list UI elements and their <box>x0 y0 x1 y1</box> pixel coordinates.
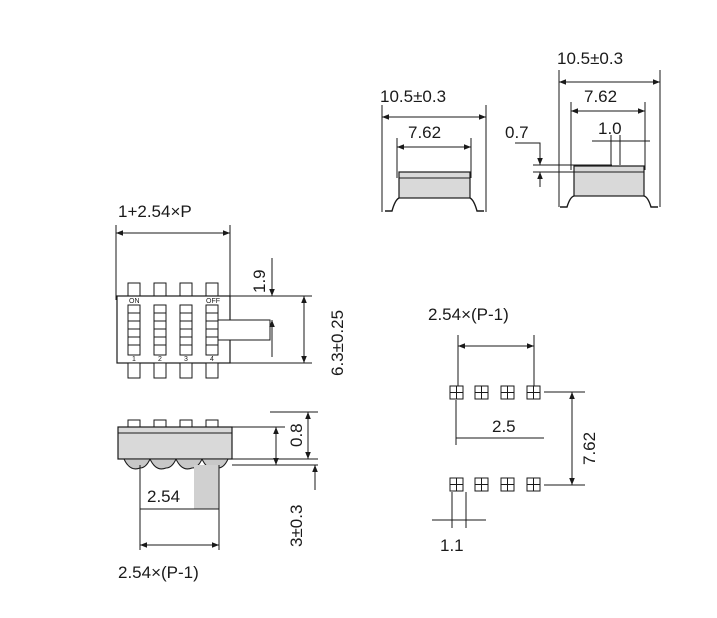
front-view: 0.8 3±0.3 2.54 2.54×(P-1) <box>117 411 318 582</box>
switch-body-side <box>573 165 645 197</box>
side-view-large: 10.5±0.3 7.62 1.0 0.7 <box>505 49 661 208</box>
pin <box>205 362 219 379</box>
pad <box>526 477 541 492</box>
switch-body-side <box>398 171 471 199</box>
length-label: 1+2.54×P <box>118 202 192 221</box>
lead-label: 1.0 <box>598 119 622 138</box>
pin <box>153 362 167 379</box>
pad <box>474 385 489 400</box>
top-label: 0.8 <box>287 423 306 447</box>
pitch-label: 7.62 <box>584 87 617 106</box>
switch-slot <box>153 304 167 356</box>
switch-slot <box>205 304 219 356</box>
height-label: 0.7 <box>505 123 529 142</box>
lead <box>123 458 151 470</box>
pitch-label: 7.62 <box>408 123 441 142</box>
lead <box>149 458 177 470</box>
gull-wing-leads <box>385 197 484 212</box>
span-label: 2.54×(P-1) <box>428 305 509 324</box>
pin <box>205 282 219 297</box>
pin <box>179 362 193 379</box>
switch-slot <box>179 304 193 356</box>
pad-width-label: 1.1 <box>440 536 464 555</box>
actuator <box>153 419 167 428</box>
pad <box>449 477 464 492</box>
pin <box>153 282 167 297</box>
switch-slot <box>127 304 141 356</box>
width-label: 6.3±0.25 <box>328 310 347 376</box>
pad <box>474 477 489 492</box>
pad <box>526 385 541 400</box>
actuator <box>205 419 219 428</box>
pin <box>127 282 141 297</box>
on-label: ON <box>129 298 140 305</box>
width-label: 10.5±0.3 <box>380 87 446 106</box>
pin-number: 4 <box>210 356 214 363</box>
height-label: 3±0.3 <box>287 505 306 547</box>
actuator-outline <box>217 319 271 341</box>
pin-number: 1 <box>132 356 136 363</box>
top-view: 1+2.54×P ON OFF <box>115 202 347 379</box>
offset-label: 1.9 <box>250 269 269 293</box>
row-spacing-label: 7.62 <box>580 432 599 465</box>
pitch-label: 2.54 <box>147 487 180 506</box>
side-view-small: 10.5±0.3 7.62 <box>380 87 487 212</box>
pad <box>449 385 464 400</box>
pcb-footprint: 2.54×(P-1) 2.5 7.62 1.1 <box>428 305 599 555</box>
pin <box>179 282 193 297</box>
pad-pitch-label: 2.5 <box>492 417 516 436</box>
actuator <box>127 419 141 428</box>
span-label: 2.54×(P-1) <box>118 563 199 582</box>
pin-number: 2 <box>158 356 162 363</box>
pad <box>500 385 515 400</box>
pad-projection <box>194 465 219 509</box>
pin-number: 3 <box>184 356 188 363</box>
off-label: OFF <box>206 298 220 305</box>
switch-body-front <box>117 426 233 460</box>
actuator <box>179 419 193 428</box>
gull-wing-leads <box>560 195 658 208</box>
width-label: 10.5±0.3 <box>557 49 623 68</box>
pad <box>500 477 515 492</box>
pin <box>127 362 141 379</box>
